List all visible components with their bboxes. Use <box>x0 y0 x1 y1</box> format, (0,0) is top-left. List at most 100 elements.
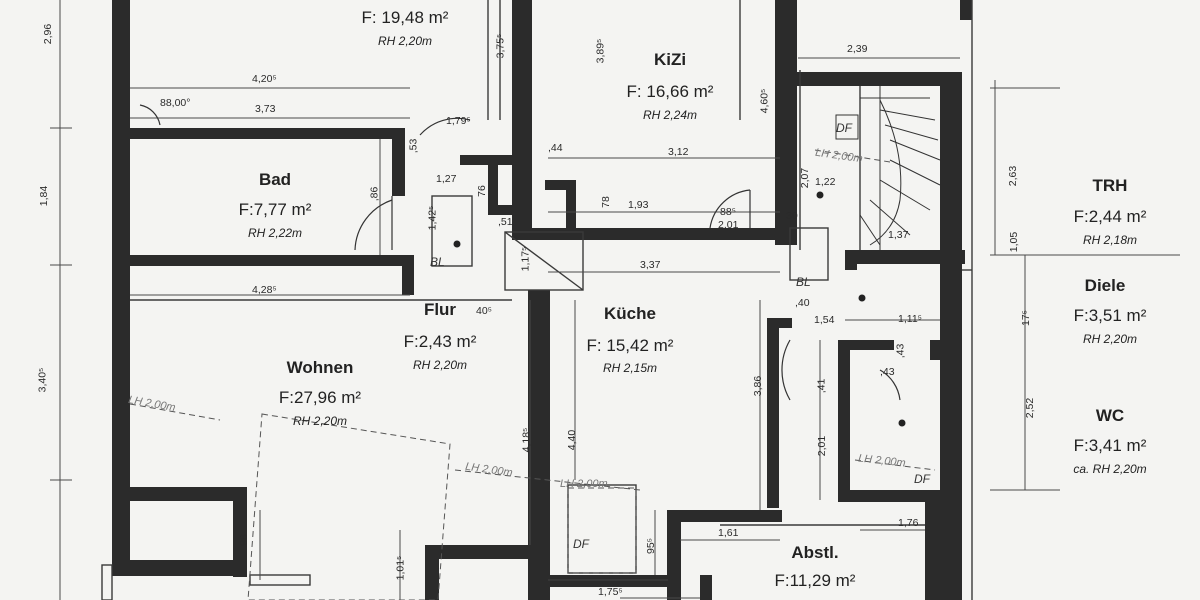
dim-label: 1,11⁵ <box>898 313 923 325</box>
room-markers <box>453 191 906 427</box>
dim-label: 1,22 <box>815 176 836 188</box>
dim-label: 2,39 <box>847 43 868 55</box>
wall-trh-right <box>940 72 962 272</box>
dim-label: 1,05 <box>1008 231 1021 253</box>
wall-wc-top <box>838 340 894 350</box>
wall-bad-top <box>130 128 405 139</box>
dim-label: 95⁵ <box>645 537 658 555</box>
wall-left-outer <box>112 0 130 575</box>
dim-label: 78 <box>599 196 612 208</box>
trh-rh: RH 2,18m <box>1082 233 1138 247</box>
wc-marker <box>898 419 906 427</box>
wall-bottom-left <box>112 560 247 576</box>
df-label: DF <box>836 121 852 135</box>
dashed-outlines <box>129 149 936 600</box>
diele-marker <box>858 294 866 302</box>
dim-label: 1,17⁵ <box>519 246 532 272</box>
dim-label: 1,01⁵ <box>394 555 407 581</box>
wall-bottom-kueche-stub <box>700 575 712 600</box>
dim-label: 2,07 <box>799 167 812 189</box>
df-label: DF <box>573 537 589 551</box>
flur-marker <box>453 240 461 248</box>
wall-wohnen-bump-top <box>112 487 247 501</box>
abstl-area: F:11,29 m² <box>774 571 856 590</box>
kueche-name: Küche <box>604 304 656 323</box>
dim-label: 40⁵ <box>476 305 493 317</box>
dim-label: 4,18⁵ <box>520 427 533 453</box>
wall-abstl-top <box>667 510 782 522</box>
kueche-rh: RH 2,15m <box>602 361 658 375</box>
wohnen-rh: RH 2,20m <box>292 414 348 428</box>
dim-label: 3,75⁵ <box>494 33 507 59</box>
wall-right-lower <box>940 262 962 600</box>
wohnen-name: Wohnen <box>286 358 354 377</box>
dim-label: 76 <box>475 185 488 197</box>
dim-label: 3,73 <box>255 103 276 115</box>
dim-label: 1,42⁵ <box>426 205 439 231</box>
lh-label: LH 2,00m <box>560 478 608 490</box>
flur-name: Flur <box>423 300 457 319</box>
dim-label: 1,75⁵ <box>598 586 623 598</box>
wall-duct-bottom <box>488 205 528 215</box>
wc-rh: ca. RH 2,20m <box>1073 462 1147 476</box>
wall-wc-top-right <box>930 340 944 360</box>
diele-area: F:3,51 m² <box>1073 306 1147 325</box>
wall-bottom-kueche <box>548 575 668 587</box>
diele-rh: RH 2,20m <box>1082 332 1138 346</box>
wohnen-area: F:27,96 m² <box>278 388 362 407</box>
wall-bad-bottom-stub <box>402 255 414 295</box>
wall-kueche-right-stub <box>767 318 792 328</box>
doors <box>139 104 901 401</box>
wall-trh-bottom-stub <box>845 250 857 270</box>
dimension-lines <box>50 0 1180 600</box>
wall-kizi-step-v <box>566 180 576 235</box>
wall-kizi-right <box>775 0 797 245</box>
wall-kizi-bottom <box>512 228 782 240</box>
dim-label: 1,84 <box>38 185 51 207</box>
flur-area: F:2,43 m² <box>403 332 477 351</box>
dim-label: 3,89⁵ <box>594 38 607 64</box>
dim-label: ,43 <box>894 343 907 359</box>
dim-label: 2,96 <box>42 23 55 45</box>
staircase <box>835 86 941 250</box>
wc-name: WC <box>1095 406 1125 425</box>
kizi-rh: RH 2,24m <box>642 108 698 122</box>
wall-bottom-center <box>425 545 535 559</box>
dim-label: 3,86 <box>752 375 765 397</box>
dim-label: 1,93 <box>628 199 649 211</box>
dim-label: ,43 <box>880 366 895 378</box>
wall-center-upper <box>512 0 532 235</box>
bl-label: BL <box>430 255 445 269</box>
dim-label: 4,60⁵ <box>758 88 771 114</box>
wall-bottom-center-left <box>425 545 439 600</box>
dim-label: 4,40 <box>566 429 579 451</box>
dim-label: 17⁵ <box>1020 309 1033 327</box>
dim-label: 2,52 <box>1024 397 1037 419</box>
dim-label: 1,27 <box>436 173 457 185</box>
dim-label: 1,37 <box>888 229 909 241</box>
wall-trh-top <box>783 72 953 86</box>
dim-label: 2,01 <box>816 435 829 457</box>
wall-abstl-right <box>925 500 945 600</box>
bad-door-swing <box>354 199 393 251</box>
dim-label: 4,20⁵ <box>252 73 277 85</box>
bad-name: Bad <box>258 170 292 189</box>
dim-label: 30 <box>786 210 798 222</box>
wall-kizi-step <box>545 180 575 190</box>
bl-label: BL <box>796 275 811 289</box>
kueche-area: F: 15,42 m² <box>586 336 674 355</box>
dim-label: 1,79⁵ <box>446 115 471 127</box>
wall-trh-bottom <box>845 250 965 264</box>
dim-label: 2,01 <box>718 219 739 231</box>
wall-top-right-stub <box>960 0 972 20</box>
dim-label: ,51 <box>498 216 513 228</box>
dim-label: ,53 <box>407 138 420 154</box>
trh-name: TRH <box>1092 176 1128 195</box>
angle-arc <box>139 104 161 126</box>
top-door-swing <box>419 117 471 136</box>
dim-label: 2,63 <box>1007 165 1020 187</box>
wall-kueche-right <box>767 318 779 508</box>
dim-label: 98 <box>237 534 250 546</box>
trh-marker <box>816 191 824 199</box>
